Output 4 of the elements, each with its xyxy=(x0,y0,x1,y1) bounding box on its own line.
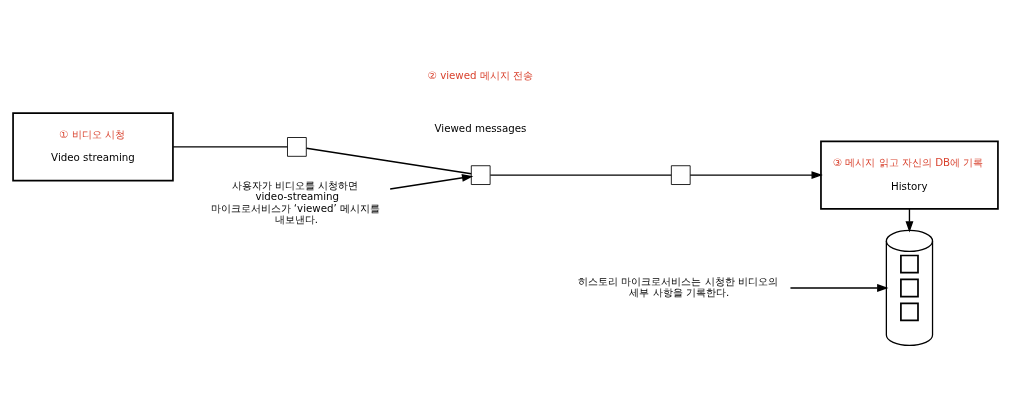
label: Viewed messages xyxy=(434,121,527,134)
label: ② viewed 메시지 전송 xyxy=(427,68,534,81)
node-text: 사용자가 비디오를 시청하면 video-streaming 마이크로서비스가 ‘viewed’ 메시지를 내보낸다. xyxy=(210,178,380,225)
node-text: 히스토리 마이크로서비스는 시청한 비디오의 세부 사항을 기록한다. xyxy=(578,274,778,298)
